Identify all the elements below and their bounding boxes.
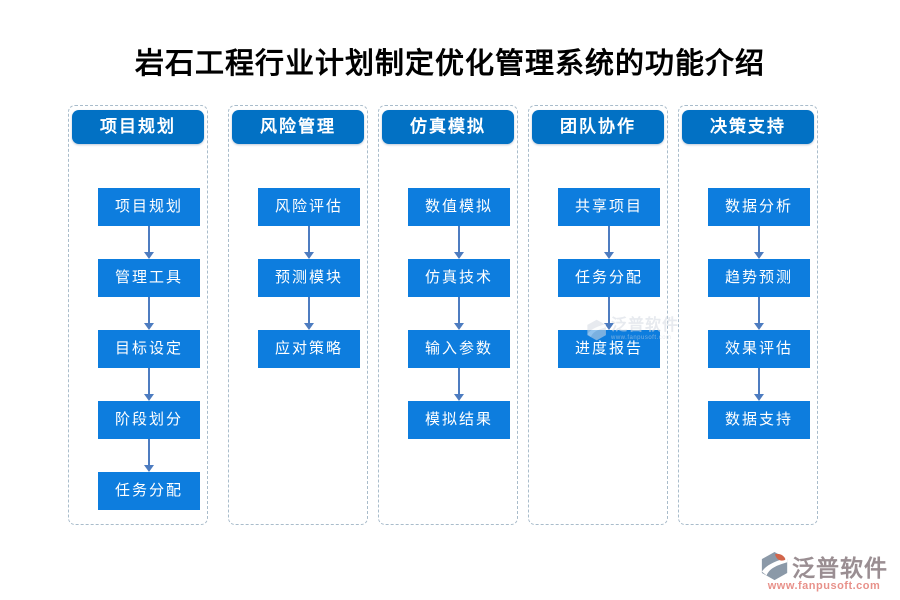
arrow-down-icon [708,226,810,259]
flow-node: 项目规划 [98,188,200,226]
flow-node: 数据支持 [708,401,810,439]
arrow-line [458,368,460,394]
flow-node: 风险评估 [258,188,360,226]
arrow-line [758,226,760,252]
arrow-head [604,252,614,259]
flow-node: 预测模块 [258,259,360,297]
flow-node: 任务分配 [558,259,660,297]
arrow-head [754,252,764,259]
arrow-down-icon [708,368,810,401]
arrow-line [308,297,310,323]
arrow-down-icon [558,226,660,259]
function-column-4: 团队协作 共享项目任务分配进度报告 [528,105,668,525]
function-column-3: 仿真模拟 数值模拟仿真技术输入参数模拟结果 [378,105,518,525]
flow-node: 输入参数 [408,330,510,368]
fanpu-logo-icon [760,551,790,581]
arrow-head [144,394,154,401]
arrow-head [454,394,464,401]
arrow-down-icon [408,226,510,259]
flow-node: 效果评估 [708,330,810,368]
arrow-down-icon [98,368,200,401]
flow-node: 管理工具 [98,259,200,297]
column-header: 仿真模拟 [382,110,514,144]
arrow-head [754,394,764,401]
column-items: 共享项目任务分配进度报告 [558,188,660,368]
arrow-head [454,252,464,259]
arrow-line [458,297,460,323]
arrow-down-icon [98,226,200,259]
arrow-head [144,323,154,330]
logo-brand-text: 泛普软件 [792,555,888,581]
arrow-down-icon [708,297,810,330]
flow-node: 仿真技术 [408,259,510,297]
function-column-5: 决策支持 数据分析趋势预测效果评估数据支持 [678,105,818,525]
arrow-line [608,297,610,323]
arrow-down-icon [408,368,510,401]
flow-node: 趋势预测 [708,259,810,297]
arrow-down-icon [98,439,200,472]
arrow-line [148,297,150,323]
arrow-head [304,252,314,259]
fanpusoft-logo: 泛普软件 www.fanpusoft.com [760,549,888,592]
arrow-line [758,368,760,394]
arrow-down-icon [258,297,360,330]
column-header: 决策支持 [682,110,814,144]
flow-node: 数据分析 [708,188,810,226]
column-items: 项目规划管理工具目标设定阶段划分任务分配 [98,188,200,510]
column-header: 项目规划 [72,110,204,144]
flow-node: 数值模拟 [408,188,510,226]
flow-node: 任务分配 [98,472,200,510]
column-items: 数值模拟仿真技术输入参数模拟结果 [408,188,510,439]
function-column-2: 风险管理 风险评估预测模块应对策略 [228,105,368,525]
arrow-line [458,226,460,252]
arrow-head [454,323,464,330]
logo-row: 泛普软件 [760,549,888,583]
flow-node: 进度报告 [558,330,660,368]
flow-node: 阶段划分 [98,401,200,439]
arrow-down-icon [98,297,200,330]
arrow-down-icon [408,297,510,330]
column-items: 风险评估预测模块应对策略 [258,188,360,368]
logo-url-text: www.fanpusoft.com [767,580,881,592]
arrow-down-icon [558,297,660,330]
arrow-line [148,439,150,465]
column-items: 数据分析趋势预测效果评估数据支持 [708,188,810,439]
column-header: 风险管理 [232,110,364,144]
arrow-line [608,226,610,252]
flow-node: 目标设定 [98,330,200,368]
arrow-head [604,323,614,330]
flow-node: 模拟结果 [408,401,510,439]
arrow-down-icon [258,226,360,259]
arrow-line [148,368,150,394]
page-title: 岩石工程行业计划制定优化管理系统的功能介绍 [134,48,765,80]
flow-node: 共享项目 [558,188,660,226]
flow-node: 应对策略 [258,330,360,368]
arrow-line [148,226,150,252]
arrow-line [308,226,310,252]
function-column-1: 项目规划 项目规划管理工具目标设定阶段划分任务分配 [68,105,208,525]
arrow-line [758,297,760,323]
arrow-head [304,323,314,330]
arrow-head [144,465,154,472]
column-header: 团队协作 [532,110,664,144]
arrow-head [754,323,764,330]
arrow-head [144,252,154,259]
